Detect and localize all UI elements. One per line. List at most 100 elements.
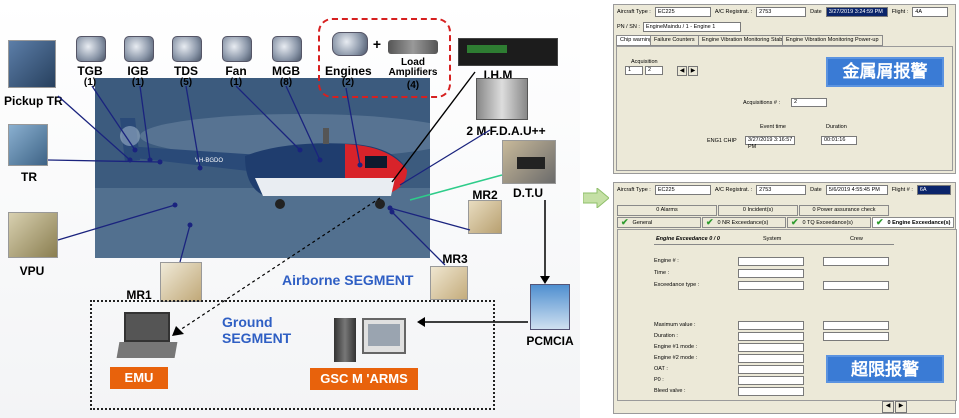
aircraft-type-label: Aircraft Type :: [617, 187, 651, 193]
bottom-panel-header: Aircraft Type : EC225 A/C Registrat. : 2…: [614, 183, 955, 197]
connector-lines: [47, 71, 550, 336]
max-value-system-field[interactable]: [738, 321, 804, 330]
time-system-field[interactable]: [738, 269, 804, 278]
engines-highlight-box: [318, 18, 451, 98]
date-select[interactable]: 5/6/2019 4:55:45 PM: [825, 185, 888, 195]
acq-value-1[interactable]: 1: [625, 66, 643, 75]
tgb-label: TGB: [77, 64, 103, 78]
ground-segment-label: Ground SEGMENT: [222, 314, 292, 346]
pn-row: PN / SN : EngineMaindu / 1 - Engine 1: [617, 22, 741, 32]
chip-warning-panel: Aircraft Type : EC225 A/C Registrat. : 2…: [613, 4, 956, 174]
exceedance-type-crew-field[interactable]: [823, 281, 889, 290]
plus-sign: +: [372, 36, 382, 52]
dtu-label: D.T.U: [513, 186, 543, 200]
mr3-photo: [430, 266, 468, 300]
acquisitions-no-field[interactable]: 2: [791, 98, 827, 107]
flight-select[interactable]: 4A: [912, 7, 949, 17]
pn-label: PN / SN :: [617, 24, 640, 30]
monitor-icon: [362, 318, 406, 354]
tr-photo: [8, 124, 48, 166]
vpu-label: VPU: [19, 264, 45, 278]
gsc-marms-label: GSC M 'ARMS: [310, 368, 418, 390]
mgb-label: MGB: [272, 64, 300, 78]
prev-acq-button[interactable]: ◀: [677, 66, 687, 76]
helicopter-photo: VH-BGDO: [95, 78, 430, 258]
emu-label: EMU: [110, 367, 168, 389]
field-maximum-value-label: Maximum value :: [654, 322, 696, 328]
chip-warning-content: Acquisition 1 2 ◀ ▶ Acquisitions # : 2 E…: [616, 46, 953, 171]
fan-count: (1): [229, 77, 243, 88]
mfdau-unit-icon: [476, 78, 528, 120]
duration-crew-field[interactable]: [823, 332, 889, 341]
acquisition-label: Acquisition: [631, 59, 658, 65]
engine-sensor-icon: [332, 32, 368, 56]
check-icon: ✔: [621, 217, 629, 227]
tab-alarms[interactable]: 0 Alarms: [617, 205, 717, 216]
field-engine1-mode-label: Engine #1 mode :: [654, 344, 698, 350]
tab-engine-exceedance[interactable]: ✔0 Engine Exceedance(s): [872, 217, 954, 228]
pcmcia-label: PCMCIA: [526, 334, 574, 348]
mgb-count: (8): [279, 77, 293, 88]
engine-system-field[interactable]: [738, 257, 804, 266]
ac-reg-label: A/C Registrat. :: [714, 187, 753, 193]
pn-select[interactable]: EngineMaindu / 1 - Engine 1: [642, 22, 741, 32]
field-engine2-mode-label: Engine #2 mode :: [654, 355, 698, 361]
pickup-tr-photo: [8, 40, 56, 88]
duration-field[interactable]: 00:01:16: [821, 136, 857, 145]
next-acq-button[interactable]: ▶: [688, 66, 698, 76]
flight-label: Flight :: [891, 9, 909, 15]
engines-count: (2): [341, 77, 355, 88]
p0-field[interactable]: [738, 376, 804, 385]
tds-count: (5): [179, 77, 193, 88]
igb-label: IGB: [127, 64, 149, 78]
oat-field[interactable]: [738, 365, 804, 374]
engine-crew-field[interactable]: [823, 257, 889, 266]
tab-general[interactable]: ✔General: [617, 217, 701, 228]
date-select[interactable]: 3/27/2019 3:24:59 PM: [825, 7, 888, 17]
ac-reg-select[interactable]: 2753: [756, 7, 807, 17]
tab-evm-powerup[interactable]: Engine Vibration Monitoring Power-up: [782, 35, 883, 46]
aircraft-type-label: Aircraft Type :: [617, 9, 651, 15]
igb-count: (1): [131, 77, 145, 88]
max-value-crew-field[interactable]: [823, 321, 889, 330]
field-duration-label: Duration :: [654, 333, 678, 339]
engine2-mode-field[interactable]: [738, 354, 804, 363]
pickup-tr-label: Pickup TR: [4, 94, 63, 108]
col-system-header: System: [763, 236, 782, 242]
aircraft-type-select[interactable]: EC225: [654, 7, 711, 17]
field-bleed-valve-label: Bleed valve :: [654, 388, 686, 394]
airborne-segment-label: Airborne SEGMENT: [282, 272, 414, 288]
date-label: Date: [810, 187, 822, 193]
next-record-button[interactable]: ▶: [895, 401, 907, 413]
tab-incidents[interactable]: 0 Incident(s): [718, 205, 798, 216]
ac-reg-label: A/C Registrat. :: [714, 9, 753, 15]
flight-label: Flight # :: [891, 187, 913, 193]
exceedance-type-system-field[interactable]: [738, 281, 804, 290]
section-title: Engine Exceedance 0 / 0: [656, 236, 720, 242]
engine-exceedance-panel: Aircraft Type : EC225 A/C Registrat. : 2…: [613, 182, 957, 414]
aircraft-type-select[interactable]: EC225: [654, 185, 711, 195]
ac-reg-select[interactable]: 2753: [756, 185, 807, 195]
flight-select[interactable]: 6A: [916, 185, 951, 195]
duration-system-field[interactable]: [738, 332, 804, 341]
tab-nr-exceedance[interactable]: ✔0 NR Exceedance(s): [702, 217, 786, 228]
ihm-unit-icon: [458, 38, 558, 66]
tab-power-assurance[interactable]: 0 Power assurance check: [799, 205, 889, 216]
event-time-label: Event time: [760, 124, 786, 130]
helicopter-image: VH-BGDO: [95, 78, 430, 258]
mr2-label: MR2: [472, 188, 498, 202]
fan-sensor-icon: [222, 36, 252, 62]
prev-record-button[interactable]: ◀: [882, 401, 894, 413]
bleed-valve-field[interactable]: [738, 387, 804, 396]
engine1-mode-field[interactable]: [738, 343, 804, 352]
tab-tq-exceedance[interactable]: ✔0 TQ Exceedance(s): [787, 217, 871, 228]
event-time-field[interactable]: 3/27/2019 3:16:57 PM: [745, 136, 795, 150]
acq-value-2[interactable]: 2: [645, 66, 663, 75]
field-exceedance-type-label: Exceedance type :: [654, 282, 700, 288]
tab-failure-counters[interactable]: Failure Counters: [650, 35, 699, 46]
duration-label: Duration: [826, 124, 847, 130]
field-engine-label: Engine # :: [654, 258, 679, 264]
tds-label: TDS: [174, 64, 198, 78]
tds-sensor-icon: [172, 36, 202, 62]
igb-sensor-icon: [124, 36, 154, 62]
